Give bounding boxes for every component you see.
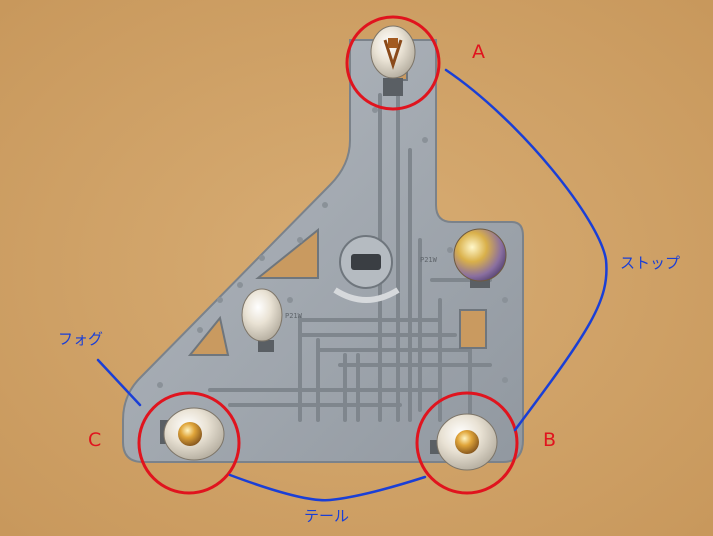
- annotation-circles: [137, 15, 519, 495]
- bulb-a: [370, 25, 416, 96]
- circle-a: [345, 15, 441, 111]
- label-fog: フォグ: [58, 330, 104, 348]
- annotation-lines: [96, 68, 608, 502]
- label-a: A: [472, 41, 485, 63]
- plate-cutouts: [187, 59, 487, 356]
- circle-b: [415, 391, 519, 495]
- line-stop: [444, 68, 608, 432]
- plate-marking-upper: P21W: [420, 256, 438, 264]
- bulb-gold: [453, 228, 507, 288]
- label-b: B: [543, 429, 557, 451]
- label-stop: ストップ: [620, 254, 681, 272]
- bulb-b: [430, 413, 498, 471]
- bulb-middle-left: [241, 288, 283, 352]
- bulb-c: [160, 407, 225, 461]
- plate-rivets: [157, 107, 508, 388]
- label-c: C: [88, 429, 102, 451]
- bulb-holder-plate: [122, 39, 524, 463]
- label-tail: テール: [304, 507, 350, 525]
- line-fog: [96, 358, 142, 407]
- circle-c: [137, 391, 241, 495]
- central-socket: [333, 235, 400, 303]
- line-tail: [228, 473, 427, 502]
- plate-marking-lower: P21W: [285, 312, 303, 320]
